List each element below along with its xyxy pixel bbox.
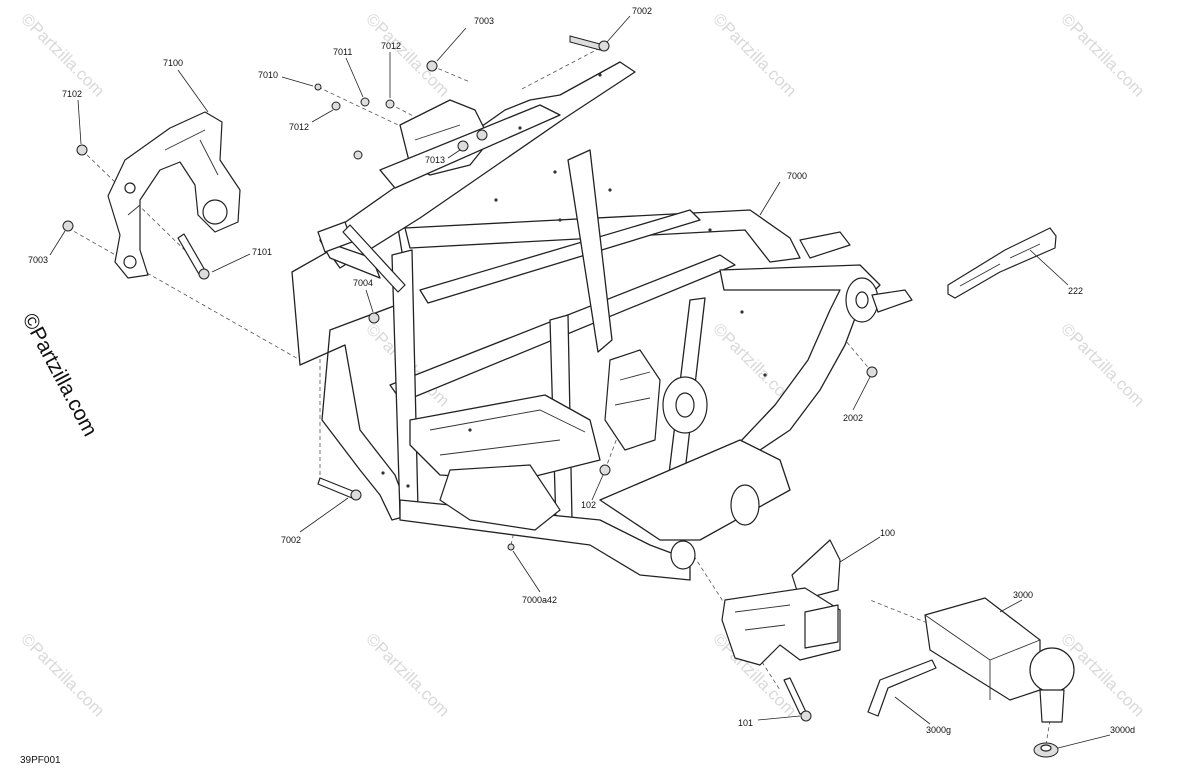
nut-7003-left bbox=[62, 220, 74, 232]
frame-right-top-stub bbox=[799, 231, 851, 259]
screw-7000a42 bbox=[507, 543, 515, 551]
frame-post-rear bbox=[567, 149, 613, 353]
nut-7012-mid bbox=[331, 101, 341, 111]
callout-7101: 7101 bbox=[252, 247, 272, 257]
frame-mount-lower bbox=[670, 540, 696, 570]
drawing-code: 39PF001 bbox=[20, 755, 61, 766]
callout-7000a42: 7000a42 bbox=[522, 595, 557, 605]
frame-mount-right bbox=[730, 484, 760, 526]
nut-7013 bbox=[457, 140, 469, 152]
callout-7002-bottom: 7002 bbox=[281, 535, 301, 545]
callout-3000d: 3000d bbox=[1110, 725, 1135, 735]
plate-222-detail bbox=[959, 243, 1041, 287]
frame-rear-top-cross bbox=[379, 104, 561, 189]
bolt-7010 bbox=[314, 83, 322, 91]
nut-7011 bbox=[360, 97, 370, 107]
nut-102 bbox=[599, 464, 611, 476]
bolt-7012 bbox=[385, 99, 395, 109]
watermark: ©Partzilla.com bbox=[17, 629, 108, 720]
bolt-side bbox=[353, 150, 363, 160]
callout-7013: 7013 bbox=[425, 155, 445, 165]
watermark: ©Partzilla.com bbox=[17, 9, 108, 100]
receiver-opening bbox=[804, 604, 839, 649]
callout-7012-mid: 7012 bbox=[289, 122, 309, 132]
callout-222: 222 bbox=[1068, 286, 1083, 296]
watermark: ©Partzilla.com bbox=[1057, 9, 1148, 100]
bolt-7002-top bbox=[569, 35, 601, 51]
callout-7010: 7010 bbox=[258, 70, 278, 80]
frame-center-bracket bbox=[604, 349, 661, 451]
callout-7003-left: 7003 bbox=[28, 255, 48, 265]
bracket-detail bbox=[127, 129, 219, 216]
hitch-ball bbox=[1029, 647, 1075, 693]
callout-7012-top: 7012 bbox=[381, 41, 401, 51]
nut-7003-top bbox=[426, 60, 438, 72]
bolt-101-head bbox=[800, 710, 812, 722]
bracket-hole-lower bbox=[123, 255, 137, 269]
watermark: ©Partzilla.com bbox=[362, 629, 453, 720]
nut-7004 bbox=[368, 312, 380, 324]
callout-2002: 2002 bbox=[843, 413, 863, 423]
hardware bbox=[62, 35, 878, 722]
callout-3000: 3000 bbox=[1013, 590, 1033, 600]
callout-3000g: 3000g bbox=[926, 725, 951, 735]
callout-labels: 7002 7003 7011 7012 7010 7012 7013 7100 … bbox=[28, 6, 1135, 735]
bolt-7101-head bbox=[198, 268, 210, 280]
callout-7002-top: 7002 bbox=[632, 6, 652, 16]
bolt-7002-bottom bbox=[317, 477, 356, 499]
bracket-hole bbox=[202, 199, 228, 225]
hitch-ball-neck bbox=[1039, 689, 1065, 723]
hitch-pin-3000g bbox=[867, 659, 937, 717]
callout-7011: 7011 bbox=[333, 47, 352, 57]
frame-left-pin bbox=[342, 224, 406, 293]
callout-7004: 7004 bbox=[353, 278, 373, 288]
frame-holes bbox=[381, 73, 767, 488]
side-watermark: ©Partzilla.com bbox=[18, 310, 102, 441]
ball-mount-edge bbox=[924, 614, 1041, 700]
hitch-receiver-100 bbox=[721, 539, 841, 666]
frame-front-stub bbox=[871, 289, 913, 313]
watermark: ©Partzilla.com bbox=[362, 9, 453, 100]
frame-pivot-inner bbox=[675, 392, 695, 418]
bracket-7100 bbox=[107, 111, 241, 279]
bracket-plate bbox=[107, 111, 241, 279]
callout-7100: 7100 bbox=[163, 58, 183, 68]
callout-101: 101 bbox=[738, 718, 753, 728]
ball-mount-shank bbox=[924, 597, 1041, 701]
main-frame bbox=[291, 61, 913, 581]
frame-front-pivot-inner bbox=[855, 291, 869, 309]
bolt-7002-bottom-head bbox=[350, 489, 362, 501]
bracket-hole-small bbox=[124, 182, 136, 194]
nut-2002 bbox=[866, 366, 878, 378]
nut-7102 bbox=[76, 144, 88, 156]
plate-222 bbox=[947, 227, 1057, 299]
frame-center-bracket-detail bbox=[614, 371, 651, 406]
callout-7102: 7102 bbox=[62, 89, 82, 99]
watermark: ©Partzilla.com bbox=[709, 9, 800, 100]
nut-7013b bbox=[476, 129, 488, 141]
callout-7003-top: 7003 bbox=[474, 16, 494, 26]
frame-lower-rear-rail bbox=[599, 439, 791, 541]
callout-102: 102 bbox=[581, 500, 596, 510]
bolt-head bbox=[598, 40, 610, 52]
watermark: ©Partzilla.com bbox=[1057, 319, 1148, 410]
callout-7000: 7000 bbox=[787, 171, 807, 181]
frame-floor-detail bbox=[429, 409, 586, 456]
receiver-detail bbox=[734, 604, 791, 631]
leader-lines bbox=[49, 15, 1111, 749]
hitch-ball-mount-3000 bbox=[924, 597, 1075, 723]
callout-100: 100 bbox=[880, 528, 895, 538]
frame-skid bbox=[439, 464, 561, 531]
nut-3000d bbox=[1033, 742, 1059, 758]
